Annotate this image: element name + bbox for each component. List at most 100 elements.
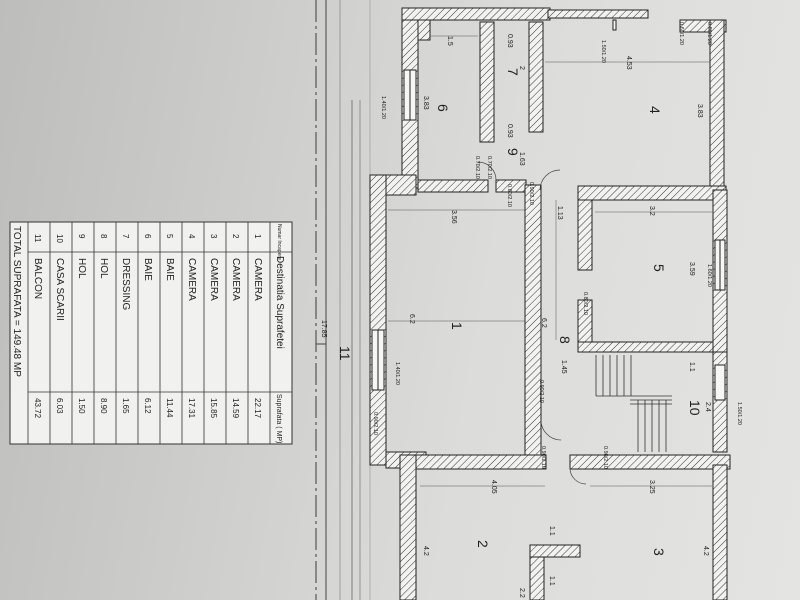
window-label-5: 1.50/1.20 [736,402,742,425]
room-numbers: 1 2 3 4 5 6 7 8 9 10 11 [337,68,703,556]
window-label-2: 1.40/1.20 [380,96,386,119]
table-cell-area: 1.65 [121,398,130,414]
room-11-label: 11 [337,346,353,361]
dim-1-5: 1.5 [446,36,453,46]
table-cell-dest: BAIE [142,258,153,281]
table-cell-dest: HOL [98,258,109,279]
table-cell-dest: CAMERA [186,258,197,301]
staircase [595,355,672,452]
table-cell-area: 1.50 [77,398,86,414]
door-label-7: 0.90/2.10 [372,412,378,435]
door-label-5: 0.80/2.10 [582,292,588,315]
room-10-label: 10 [687,400,703,416]
balcony-outline [351,100,361,600]
boundary-lines [315,0,371,600]
room-5-label: 5 [651,264,667,272]
door-label-1: 0.70/2.10 [474,156,480,179]
dim-2-4: 2.4 [704,402,711,412]
table-cell-dest: CASA SCARII [54,258,65,321]
area-table: Numar Incapere Destinatia Suprafetei Sup… [9,221,293,445]
table-cell-nr: 11 [33,234,42,243]
dim-4-53: 4.53 [625,56,632,70]
window-label-4: 1.40/1.20 [394,362,400,385]
table-header-area: Suprafata ( MP) [275,394,282,443]
table-cell-nr: 3 [209,234,218,239]
dim-17-85: 17.85 [320,320,327,338]
door-label-2: 0.80/2.10 [506,184,512,207]
table-cell-nr: 4 [187,234,196,239]
table-header-dest: Destinatia Suprafetei [274,256,285,349]
table-cell-area: 6.03 [55,398,64,414]
dim-1-63: 1.63 [518,152,525,166]
dim-1-13: 1.13 [556,206,563,220]
room-1-label: 1 [449,322,465,330]
table-cell-area: 15.85 [209,398,218,419]
dim-3-59: 3.59 [688,262,695,276]
dim-6-2-a: 6.2 [408,314,415,324]
dim-6-2-b: 6.2 [540,318,547,328]
table-cell-area: 17.31 [187,398,196,419]
room-3-label: 3 [651,548,667,556]
room-9-label: 9 [505,148,521,156]
table-cell-nr: 5 [165,234,174,239]
table-cell-dest: CAMERA [252,258,263,301]
table-cell-nr: 1 [253,234,262,239]
table-cell-nr: 10 [55,234,64,243]
dimension-lines [388,35,712,487]
dim-3-2: 3.2 [648,206,655,216]
table-cell-dest: HOL [76,258,87,279]
table-cell-dest: CAMERA [208,258,219,301]
window-label-3: 1.60/1.20 [706,264,712,287]
table-cell-dest: DRESSING [120,258,131,310]
opening-labels: 1.50/1.20 1.40/1.20 1.60/1.20 1.40/1.20 … [372,22,742,469]
table-cell-nr: 9 [77,234,86,239]
room-7-label: 7 [505,68,521,76]
table-cell-area: 8.90 [99,398,108,414]
dimension-labels: 1.5 0.93 2 4.53 3.83 3.83 0.93 1.63 3.56… [320,34,711,598]
dim-2: 2 [518,66,525,70]
table-total: TOTAL SUPRAFATA = 149.48 MP [11,226,22,377]
table-cell-area: 14.59 [231,398,240,419]
table-header-nr: Numar Incapere [276,224,282,260]
door-label-3: 0.70/2.10 [486,156,492,179]
window-label-6: 0.60/1.20 [678,22,684,45]
dim-4-2-a: 4.2 [422,546,429,556]
table-cell-dest: BAIE [164,258,175,281]
door-label-6: 0.90/2.10 [538,380,544,403]
table-cell-area: 43.72 [33,398,42,419]
table-cell-nr: 7 [121,234,130,239]
dim-2-2: 2.2 [518,588,525,598]
dim-3-56: 3.56 [450,210,457,224]
table-cell-dest: BALCON [32,258,43,299]
dim-0-93-a: 0.93 [506,34,513,48]
room-8-label: 8 [557,336,573,344]
dim-3-83-b: 3.83 [422,96,429,110]
door-label-9: 0.90/2.10 [602,446,608,469]
dim-3-83-a: 3.83 [696,104,703,118]
dim-4-05: 4.05 [490,480,497,494]
dim-1-1-c: 1.1 [548,576,555,586]
table-cell-area: 22.17 [253,398,262,419]
windows [371,19,726,401]
dim-1-1-a: 1.1 [688,362,695,372]
table-cell-area: 6.12 [143,398,152,414]
area-table-frame [9,221,293,445]
table-cell-nr: 6 [143,234,152,239]
window-label-1: 1.50/1.20 [600,40,606,63]
table-cell-dest: CAMERA [230,258,241,301]
dim-1-45: 1.45 [560,360,567,374]
door-label-8: 0.90/2.10 [540,446,546,469]
table-cell-nr: 8 [99,234,108,239]
room-4-label: 4 [647,106,663,114]
dim-0-93-b: 0.93 [506,124,513,138]
table-cell-nr: 2 [231,234,240,239]
door-label-4: 0.90/2.10 [528,182,534,205]
room-2-label: 2 [475,540,491,548]
table-cell-area: 11.44 [165,398,174,418]
dim-1-1-b: 1.1 [548,526,555,536]
dim-3-25: 3.25 [648,480,655,494]
room-6-label: 6 [435,104,451,112]
dim-4-2-b: 4.2 [702,546,709,556]
